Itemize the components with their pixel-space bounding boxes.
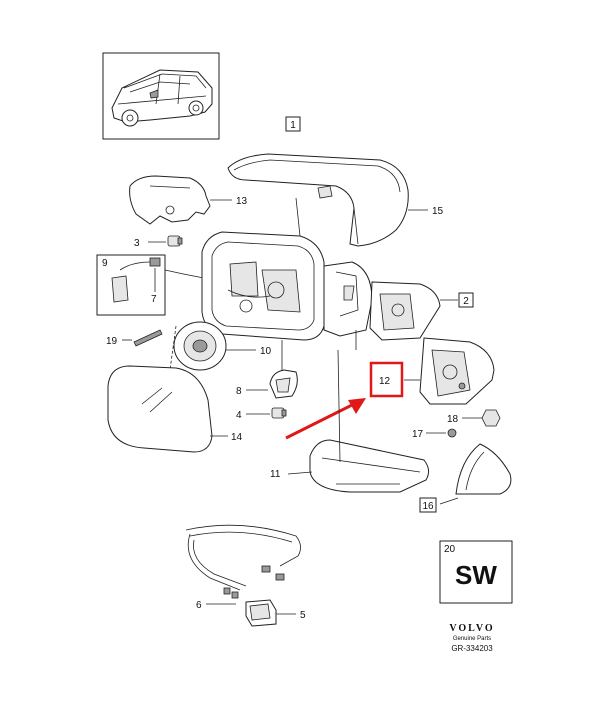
adjustment-motor-2: 2 xyxy=(369,281,474,341)
mirror-bracket-13: 13 xyxy=(129,175,248,225)
lower-cover-16: 16 xyxy=(419,443,512,513)
label-12: 12 xyxy=(379,376,391,387)
reference-code: GR-334203 xyxy=(451,644,493,653)
label-3: 3 xyxy=(134,238,140,249)
sw-number: 20 xyxy=(444,544,456,555)
label-1: 1 xyxy=(290,120,296,131)
callout-box-1: 1 xyxy=(285,116,301,132)
glass-carrier-10: 10 xyxy=(169,321,272,371)
mirror-housing-frame xyxy=(201,197,373,350)
label-8: 8 xyxy=(236,386,242,397)
label-6: 6 xyxy=(196,600,202,611)
bulb-4: 4 xyxy=(236,407,287,421)
mirror-cover-15: 15 xyxy=(227,153,444,247)
screw-17: 17 xyxy=(412,428,457,440)
actuator-12 xyxy=(404,337,495,405)
label-2: 2 xyxy=(463,296,469,307)
label-19: 19 xyxy=(106,336,118,347)
label-9: 9 xyxy=(102,258,108,269)
label-7: 7 xyxy=(151,294,157,305)
label-16: 16 xyxy=(422,501,434,512)
label-14: 14 xyxy=(231,432,243,443)
highlight-box-12: 12 xyxy=(369,361,404,398)
sw-text: SW xyxy=(455,560,497,590)
label-4: 4 xyxy=(236,410,242,421)
wiring-harness-6: 6 xyxy=(185,524,301,611)
brand-logo: VOLVO xyxy=(449,623,494,634)
connector-5: 5 xyxy=(245,599,306,627)
label-5: 5 xyxy=(300,610,306,621)
label-15: 15 xyxy=(432,206,444,217)
nut-18: 18 xyxy=(447,409,501,427)
pointer-arrow xyxy=(285,398,366,440)
vehicle-thumbnail xyxy=(102,52,220,140)
bulb-3: 3 xyxy=(134,235,183,249)
screw-19: 19 xyxy=(106,329,163,347)
mirror-glass-14: 14 xyxy=(107,365,243,453)
label-13: 13 xyxy=(236,196,248,207)
brand-block: VOLVO Genuine Parts GR-334203 xyxy=(449,623,494,653)
label-17: 17 xyxy=(412,429,424,440)
lower-housing-11: 11 xyxy=(270,349,430,493)
label-10: 10 xyxy=(260,346,272,357)
sw-box-20: 20 SW xyxy=(439,540,513,604)
brand-subtitle: Genuine Parts xyxy=(453,636,491,642)
wiring-group-9: 9 7 xyxy=(96,254,241,316)
label-18: 18 xyxy=(447,414,459,425)
lamp-housing-8: 8 xyxy=(236,340,298,399)
label-11: 11 xyxy=(270,469,281,480)
